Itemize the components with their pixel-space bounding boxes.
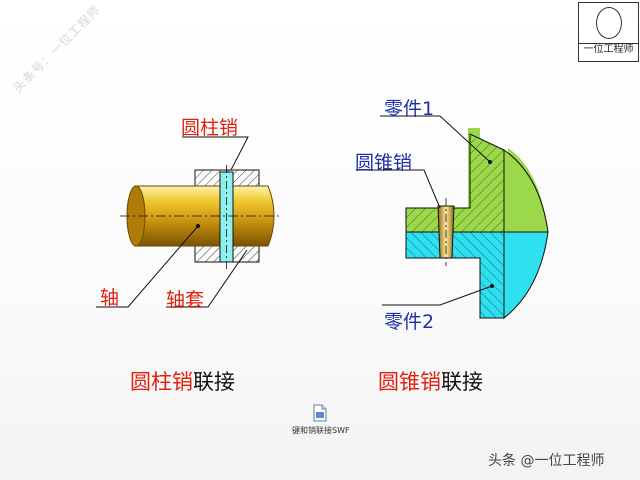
cylindrical-pin-assembly — [96, 136, 280, 308]
part1-body — [503, 149, 549, 233]
label-sleeve: 轴套 — [166, 289, 205, 311]
logo: 一位工程师 — [578, 2, 639, 62]
logo-text: 一位工程师 — [583, 44, 634, 55]
logo-divider — [579, 43, 638, 44]
label-taper-pin: 圆锥销 — [355, 152, 413, 174]
title-right-part1: 圆锥销 — [378, 370, 441, 394]
title-left-part2: 联接 — [193, 370, 235, 394]
title-cylindrical-pin-connection: 圆柱销联接 — [130, 366, 235, 396]
part1-section — [405, 133, 505, 233]
part2-body — [503, 231, 549, 320]
title-taper-pin-connection: 圆锥销联接 — [378, 366, 483, 396]
footer-credit: 头条 @一位工程师 — [488, 453, 605, 469]
taper-pin-assembly — [356, 115, 549, 320]
title-left-part1: 圆柱销 — [130, 370, 193, 394]
label-part2: 零件2 — [384, 311, 435, 333]
label-part1: 零件1 — [384, 98, 435, 120]
label-cylindrical-pin: 圆柱销 — [181, 117, 239, 139]
logo-emblem-icon — [596, 7, 622, 39]
swf-file-label[interactable]: 键和销联接SWF — [292, 426, 350, 435]
title-right-part2: 联接 — [441, 370, 483, 394]
swf-file-icon[interactable] — [313, 404, 327, 422]
label-shaft: 轴 — [100, 287, 120, 309]
